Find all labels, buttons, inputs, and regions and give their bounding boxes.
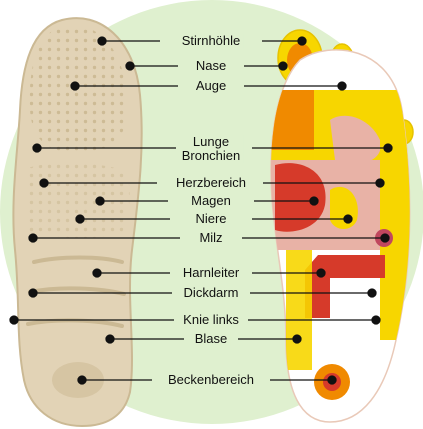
label-bronchien: Bronchien xyxy=(182,149,241,163)
label-auge: Auge xyxy=(193,79,229,93)
label-blase: Blase xyxy=(192,332,231,346)
label-niere: Niere xyxy=(192,212,229,226)
label-herzbereich: Herzbereich xyxy=(173,176,249,190)
label-lunge: Lunge xyxy=(182,135,241,149)
label-harnleiter: Harnleiter xyxy=(180,266,242,280)
label-magen: Magen xyxy=(188,194,234,208)
label-milz: Milz xyxy=(196,231,225,245)
label-beckenbereich: Beckenbereich xyxy=(165,373,257,387)
label-dickdarm: Dickdarm xyxy=(181,286,242,300)
label-knie-links: Knie links xyxy=(180,313,242,327)
label-lunge-bronchien: Lunge Bronchien xyxy=(179,135,244,163)
label-nase: Nase xyxy=(193,59,229,73)
label-stirnhoehle: Stirnhöhle xyxy=(179,34,244,48)
